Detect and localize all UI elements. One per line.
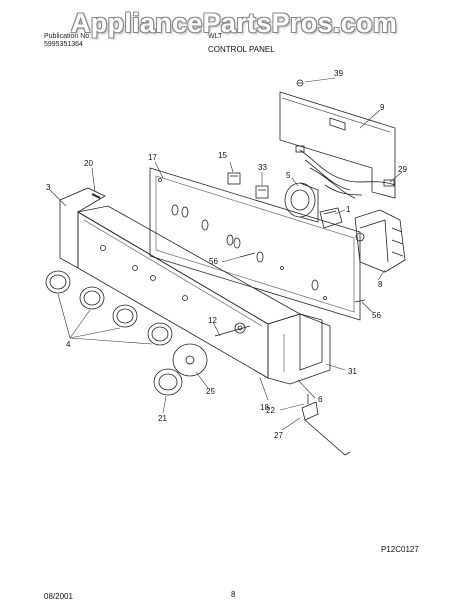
callout-18: 18 xyxy=(260,403,269,412)
left-endcap-part xyxy=(59,187,106,269)
section-title: CONTROL PANEL xyxy=(208,45,275,54)
callout-21: 21 xyxy=(158,414,167,423)
callout-4: 4 xyxy=(66,340,71,349)
timer-knob-part xyxy=(153,368,183,396)
knob-4-part xyxy=(45,270,173,346)
front-console-part xyxy=(76,205,302,325)
callout-31: 31 xyxy=(348,367,357,376)
switch-15-part xyxy=(227,172,241,185)
shaft-12-part xyxy=(214,325,251,337)
publication-number: 5995351364 xyxy=(44,41,83,48)
bracket-27-part xyxy=(301,401,319,421)
callout-29: 29 xyxy=(398,165,407,174)
callout-8: 8 xyxy=(378,280,383,289)
timer-motor-part xyxy=(284,182,316,218)
callout-25: 25 xyxy=(206,387,215,396)
callout-17: 17 xyxy=(148,153,157,162)
screw-39-part xyxy=(296,79,304,87)
wire-harness-part xyxy=(299,149,396,199)
callout-15: 15 xyxy=(218,151,227,160)
switch-1-part xyxy=(319,207,343,229)
callout-22: 22 xyxy=(266,406,275,415)
model-label: WLT xyxy=(208,33,223,40)
switch-33-part xyxy=(255,185,269,199)
right-endcap-part xyxy=(267,313,331,385)
front-console-face xyxy=(77,211,269,379)
publication-label: Publication No. xyxy=(44,33,92,40)
callout-1: 1 xyxy=(346,205,351,214)
site-watermark: AppliancePartsPros.com xyxy=(70,8,398,38)
callout-6: 6 xyxy=(318,395,323,404)
page-number: 8 xyxy=(231,590,236,599)
timer-dial-part xyxy=(172,343,208,377)
callout-3: 3 xyxy=(46,183,51,192)
figure-code: P12C0127 xyxy=(381,545,419,554)
callout-9: 9 xyxy=(380,103,385,112)
callout-33: 33 xyxy=(258,163,267,172)
callout-39: 39 xyxy=(334,69,343,78)
callout-20: 20 xyxy=(84,159,93,168)
callout-56-right: 56 xyxy=(372,311,381,320)
rear-bracket-part xyxy=(279,91,396,199)
revision-date: 08/2001 xyxy=(44,592,73,601)
callout-12: 12 xyxy=(208,316,217,325)
callout-56: 56 xyxy=(209,257,218,266)
callout-27: 27 xyxy=(274,431,283,440)
callout-5: 5 xyxy=(286,171,291,180)
timer-assembly-part xyxy=(354,209,406,273)
screw-56-part xyxy=(354,299,366,303)
control-plate-part xyxy=(149,167,361,321)
